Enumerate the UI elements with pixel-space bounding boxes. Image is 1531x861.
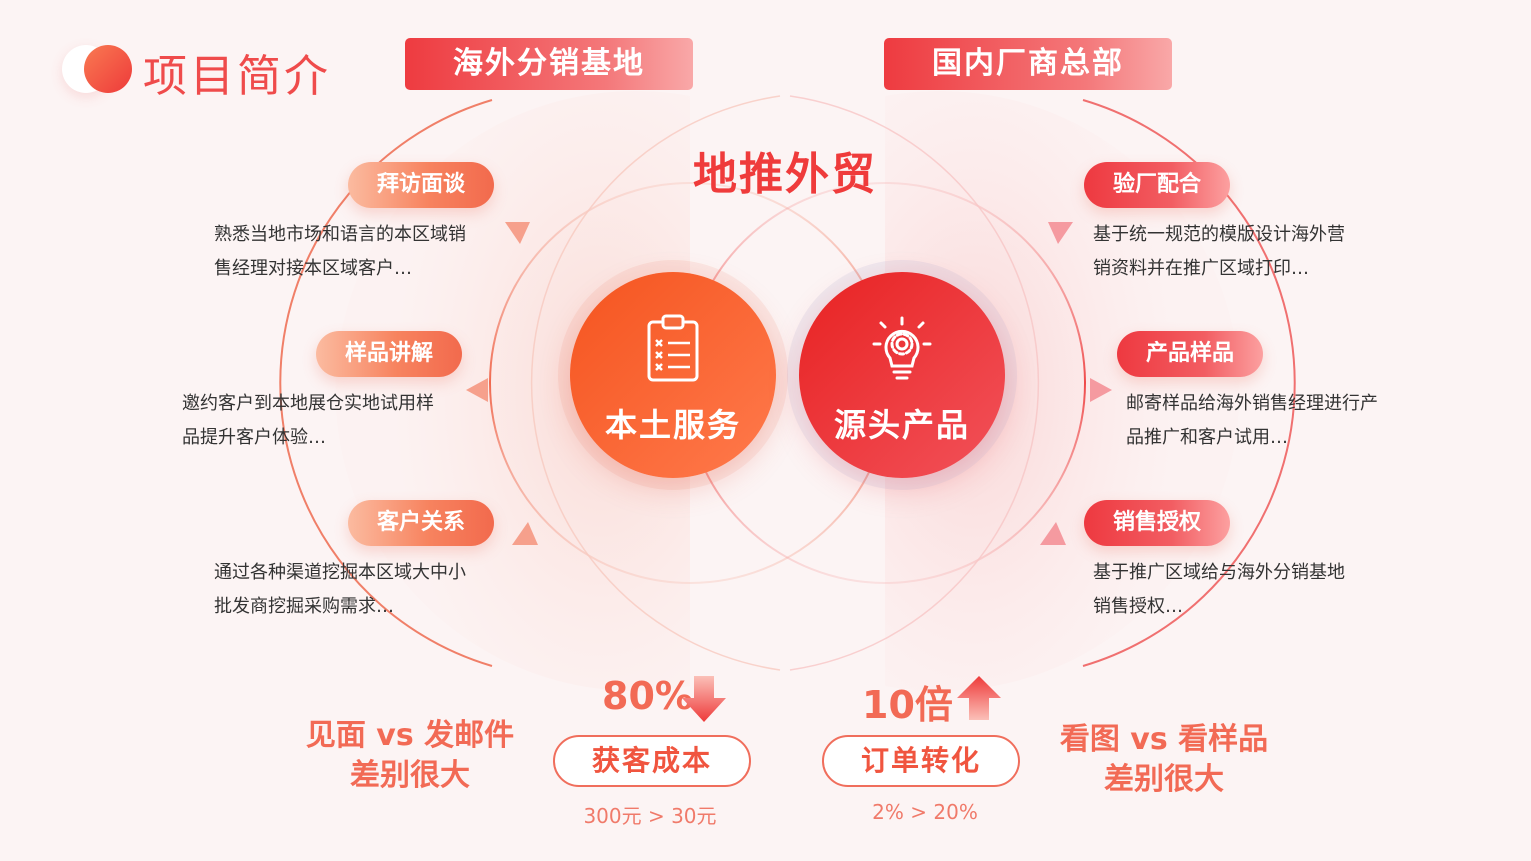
metric-cost-label: 获客成本 [553,735,751,787]
desc-sample-explain: 邀约客户到本地展仓实地试用样 品提升客户体验… [182,393,434,448]
local-service-label: 本土服务 [604,406,741,444]
tag-product-sample: 产品样品 [1117,331,1263,377]
clipboard-checklist-icon [647,314,699,382]
arrow-up-icon [957,676,1001,720]
center-title: 地推外贸 [693,149,877,200]
tab-overseas-base: 海外分销基地 [405,38,693,90]
tag-sales-authorization: 销售授权 [1084,500,1230,546]
title-decoration [62,45,132,95]
tag-customer-relation: 客户关系 [348,500,494,546]
metric-conversion-label: 订单转化 [822,735,1020,787]
local-service-circle: 本土服务 [570,272,776,478]
source-product-label: 源头产品 [833,406,970,444]
note-meeting-vs-email: 见面 vs 发邮件 差别很大 [305,718,515,793]
lightbulb-gear-icon [872,316,932,380]
desc-customer-relation: 通过各种渠道挖掘本区域大中小 批发商挖掘采购需求… [214,562,466,617]
metric-cost-compare: 300元 > 30元 [583,804,717,828]
arrow-down-icon [682,676,726,722]
metric-conversion-value: 10倍 [862,683,953,727]
page-title: 项目简介 [143,51,331,102]
note-image-vs-sample: 看图 vs 看样品 差别很大 [1059,722,1269,797]
desc-product-sample: 邮寄样品给海外销售经理进行产 品推广和客户试用… [1126,393,1378,448]
desc-visit-interview: 熟悉当地市场和语言的本区域销 售经理对接本区域客户… [214,224,466,279]
tab-domestic-hq: 国内厂商总部 [884,38,1172,90]
desc-factory-inspection: 基于统一规范的模版设计海外营 销资料并在推广区域打印… [1093,224,1345,279]
metric-conversion-compare: 2% > 20% [872,800,978,824]
desc-sales-authorization: 基于推广区域给与海外分销基地 销售授权… [1093,562,1345,617]
tag-sample-explain: 样品讲解 [316,331,462,377]
tag-visit-interview: 拜访面谈 [348,162,494,208]
tag-factory-inspection: 验厂配合 [1084,162,1230,208]
source-product-circle: 源头产品 [799,272,1005,478]
metric-cost-value: 80% [602,674,693,718]
